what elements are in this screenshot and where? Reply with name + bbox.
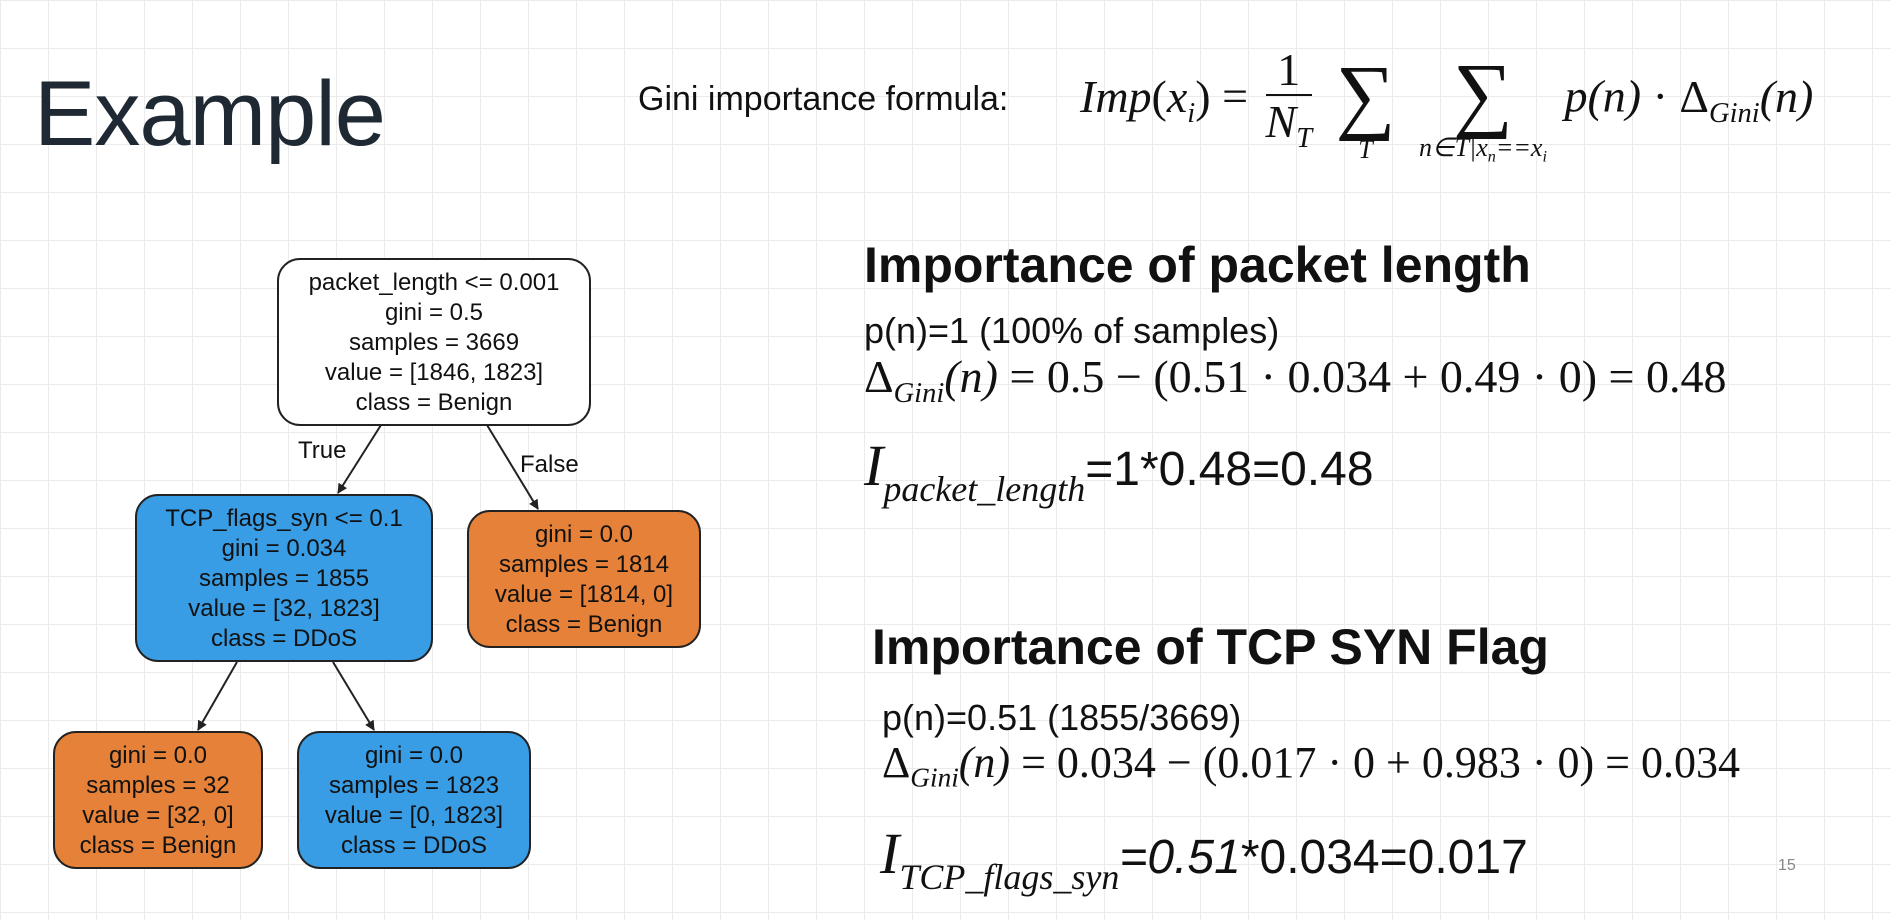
- gini-importance-formula: Imp(xi) = 1 NT ∑ T ∑ n∈T|xn==xi p(n) · Δ…: [1080, 36, 1813, 166]
- edge-label-false: False: [520, 451, 579, 478]
- tree-edge: [197, 661, 238, 731]
- tree-node-line: gini = 0.0: [109, 742, 207, 769]
- formula-dot: ·: [1652, 70, 1668, 122]
- formula-delta-term: ΔGini(n): [1679, 70, 1814, 129]
- tree-edge: [486, 424, 539, 510]
- tree-node-line: class = Benign: [80, 832, 237, 859]
- tree-node-box: [53, 731, 263, 869]
- tree-node-line: value = [32, 1823]: [188, 595, 379, 622]
- tree-node-line: value = [0, 1823]: [325, 802, 503, 829]
- section1-probability: p(n)=1 (100% of samples): [864, 310, 1280, 351]
- sum-over-trees: ∑ T: [1335, 48, 1396, 164]
- tree-node-line: value = [1814, 0]: [495, 581, 673, 608]
- tree-node-rightleaf: gini = 0.0 samples = 1814 value = [1814, 0…: [467, 510, 701, 648]
- fraction-numerator: 1: [1265, 45, 1313, 97]
- formula-probability-term: p(n): [1564, 70, 1642, 122]
- tree-node-line: samples = 32: [86, 772, 229, 799]
- slide-title: Example: [34, 63, 386, 165]
- tree-node-line: gini = 0.0: [535, 521, 633, 548]
- tree-node-line: value = [32, 0]: [82, 802, 233, 829]
- tree-node-box: [297, 731, 531, 869]
- tree-node-box: [135, 494, 433, 662]
- tree-node-box: [277, 258, 591, 426]
- page-number: 15: [1778, 857, 1796, 874]
- tree-node-line: class = Benign: [356, 389, 513, 416]
- formula-fraction: 1 NT: [1265, 45, 1313, 156]
- tree-node-line: value = [1846, 1823]: [325, 359, 543, 386]
- section2-heading: Importance of TCP SYN Flag: [872, 619, 1549, 675]
- formula-lhs: Imp(xi): [1080, 70, 1211, 129]
- tree-node-line: samples = 1823: [329, 772, 499, 799]
- tree-edge: [337, 424, 382, 494]
- tree-node-line: samples = 1814: [499, 551, 669, 578]
- sum-over-nodes: ∑ n∈T|xn==xi: [1418, 47, 1547, 166]
- tree-node-line: class = Benign: [506, 611, 663, 638]
- section1-importance: Ipacket_length=1*0.48=0.48: [864, 433, 1374, 510]
- tree-node-leaf2: gini = 0.0 samples = 1823 value = [0, 1823…: [297, 731, 531, 869]
- edge-label-true: True: [298, 437, 346, 464]
- formula-equals: =: [1222, 70, 1249, 122]
- tree-node-line: class = DDoS: [211, 625, 357, 652]
- section2-delta-gini: ΔGini(n) = 0.034 − (0.017 · 0 + 0.983 · …: [882, 738, 1740, 793]
- decision-tree: packet_length <= 0.001 gini = 0.5 samples …: [53, 258, 701, 869]
- section2-probability: p(n)=0.51 (1855/3669): [882, 697, 1242, 738]
- tree-node-line: samples = 3669: [349, 329, 519, 356]
- fraction-denominator: NT: [1265, 96, 1313, 155]
- tree-node-root: packet_length <= 0.001 gini = 0.5 samples …: [277, 258, 591, 426]
- tree-node-line: samples = 1855: [199, 565, 369, 592]
- formula-label: Gini importance formula:: [638, 80, 1009, 118]
- tree-node-line: TCP_flags_syn <= 0.1: [165, 505, 402, 532]
- tree-node-line: packet_length <= 0.001: [309, 269, 560, 296]
- section1-delta-gini: ΔGini(n) = 0.5 − (0.51 · 0.034 + 0.49 · …: [864, 351, 1727, 409]
- tree-node-line: gini = 0.5: [385, 299, 483, 326]
- tree-node-line: gini = 0.034: [222, 535, 347, 562]
- section1-heading: Importance of packet length: [864, 237, 1531, 293]
- section2-importance: ITCP_flags_syn=0.51*0.034=0.017: [880, 821, 1528, 898]
- tree-node-line: class = DDoS: [341, 832, 487, 859]
- tree-node-line: gini = 0.0: [365, 742, 463, 769]
- tree-edge: [332, 661, 375, 731]
- tree-node-tcp: TCP_flags_syn <= 0.1 gini = 0.034 samples …: [135, 494, 433, 662]
- tree-node-leaf1: gini = 0.0 samples = 32 value = [32, 0] cla…: [53, 731, 263, 869]
- tree-node-box: [467, 510, 701, 648]
